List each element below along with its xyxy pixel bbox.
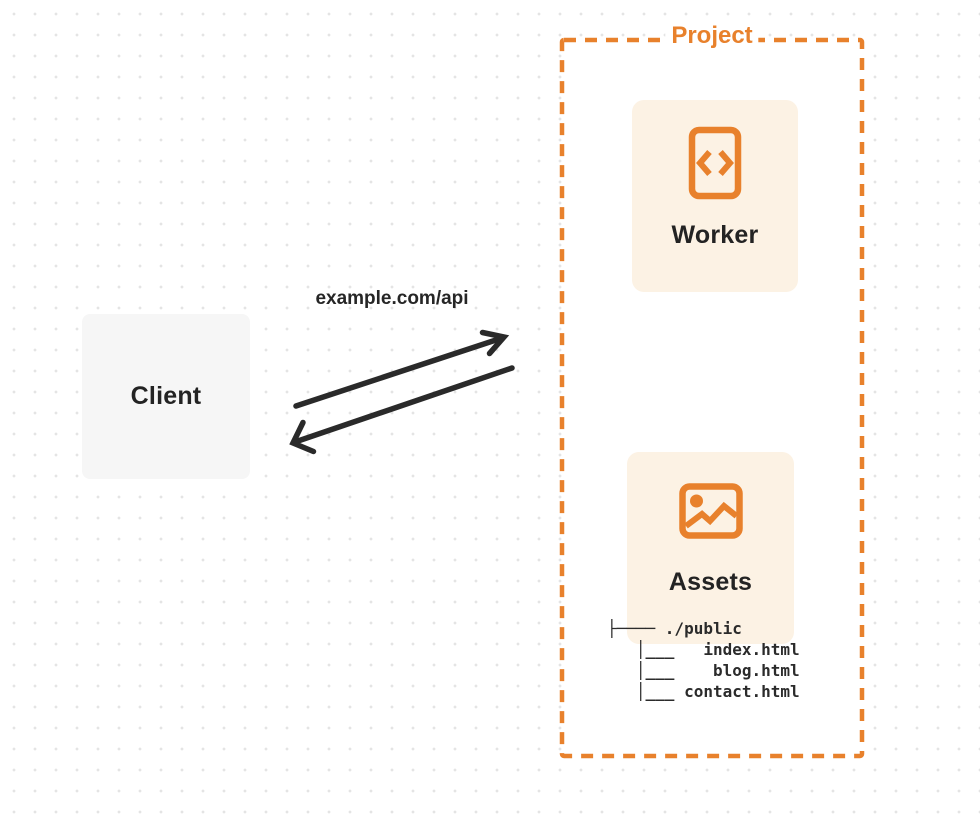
code-file-icon <box>688 126 742 205</box>
file-tree: ├──── ./public │___ index.html │___ blog… <box>607 619 800 701</box>
assets-label: Assets <box>668 568 753 596</box>
worker-label: Worker <box>671 221 759 249</box>
image-icon <box>678 483 743 544</box>
request-arrow <box>293 329 510 409</box>
worker-node: Worker <box>632 100 798 292</box>
client-label: Client <box>130 382 202 410</box>
request-url-label: example.com/api <box>315 288 469 309</box>
assets-node: Assets <box>627 452 794 644</box>
client-node: Client <box>82 314 250 479</box>
project-title: Project <box>665 22 759 50</box>
response-arrow <box>289 365 515 455</box>
